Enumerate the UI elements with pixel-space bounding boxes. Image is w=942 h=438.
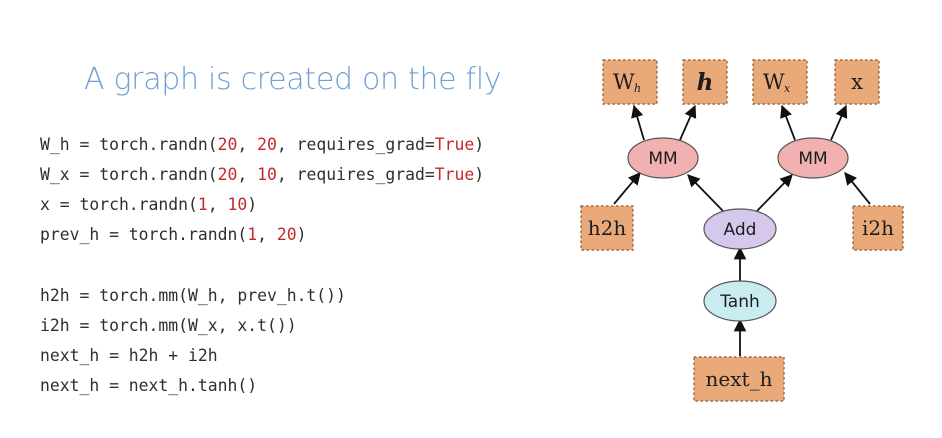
node-mm1-label: MM [648, 149, 677, 169]
code-token: ) [474, 135, 485, 154]
code-line: next_h = next_h.tanh() [40, 371, 346, 401]
code-token: next_h = h2h + i2h [40, 346, 218, 365]
code-token: W_h = torch.randn( [40, 135, 218, 154]
code-block-setup: W_h = torch.randn(20, 20, requires_grad=… [40, 130, 484, 250]
code-block-computation: h2h = torch.mm(W_h, prev_h.t()) i2h = tor… [40, 281, 346, 401]
node-wh: W h [602, 59, 658, 105]
node-h-label: h [697, 69, 714, 96]
code-literal: 1 [197, 195, 208, 214]
node-mm2-label: MM [798, 149, 827, 169]
node-wh-sub: h [634, 82, 641, 95]
code-token: , [207, 195, 228, 214]
code-line: h2h = torch.mm(W_h, prev_h.t()) [40, 281, 346, 311]
node-h: h [682, 59, 728, 105]
code-token: W_x = torch.randn( [40, 165, 218, 184]
code-token: ) [296, 225, 307, 244]
node-wx-label: W [763, 70, 785, 94]
edge-i2h-mm2 [844, 172, 871, 205]
code-token: next_h = next_h.tanh() [40, 376, 258, 395]
edge-add-mm1 [687, 174, 724, 212]
code-token: prev_h = torch.randn( [40, 225, 248, 244]
code-literal: True [434, 165, 475, 184]
code-literal: True [434, 135, 475, 154]
slide-title: A graph is created on the fly [84, 62, 502, 97]
node-mm1: MM [627, 137, 699, 179]
code-token: i2h = torch.mm(W_x, x.t()) [40, 316, 297, 335]
code-literal: 1 [247, 225, 258, 244]
code-literal: 10 [257, 165, 277, 184]
code-token: , [237, 165, 258, 184]
node-wh-label: W [613, 70, 635, 94]
code-literal: 20 [276, 225, 297, 244]
code-token: ) [474, 165, 485, 184]
edge-mm1-h [679, 104, 697, 141]
code-line: i2h = torch.mm(W_x, x.t()) [40, 311, 346, 341]
node-h2h-label: h2h [588, 216, 627, 240]
code-token: x = torch.randn( [40, 195, 198, 214]
code-literal: 10 [227, 195, 248, 214]
node-next-h-label: next_h [706, 367, 773, 391]
code-token: , [237, 135, 258, 154]
edge-mm2-x [830, 104, 848, 141]
code-literal: 20 [217, 135, 238, 154]
node-next-h: next_h [693, 356, 785, 402]
code-line: W_h = torch.randn(20, 20, requires_grad=… [40, 130, 484, 160]
node-tanh: Tanh [703, 280, 777, 322]
code-token: , requires_grad= [276, 165, 435, 184]
node-h2h: h2h [580, 205, 634, 251]
edge-add-mm2 [756, 174, 793, 212]
graph-edges [613, 104, 871, 356]
node-mm2: MM [777, 137, 849, 179]
code-line: prev_h = torch.randn(1, 20) [40, 220, 484, 250]
node-x: x [834, 59, 880, 105]
node-wx-sub: x [784, 82, 791, 95]
code-token: h2h = torch.mm(W_h, prev_h.t()) [40, 286, 346, 305]
edge-mm1-wh [631, 104, 645, 141]
code-line: next_h = h2h + i2h [40, 341, 346, 371]
code-literal: 20 [257, 135, 277, 154]
node-wx: W x [752, 59, 808, 105]
code-line: x = torch.randn(1, 10) [40, 190, 484, 220]
code-token: ) [247, 195, 258, 214]
node-add: Add [703, 208, 777, 250]
code-literal: 20 [217, 165, 238, 184]
node-x-label: x [851, 70, 863, 94]
edge-mm2-wx [780, 104, 796, 141]
node-tanh-label: Tanh [719, 292, 760, 312]
node-i2h: i2h [852, 205, 904, 251]
edge-h2h-mm1 [613, 172, 641, 205]
node-i2h-label: i2h [862, 216, 894, 240]
node-add-label: Add [724, 220, 757, 240]
code-token: , [257, 225, 277, 244]
code-line: W_x = torch.randn(20, 10, requires_grad=… [40, 160, 484, 190]
code-token: , requires_grad= [276, 135, 435, 154]
